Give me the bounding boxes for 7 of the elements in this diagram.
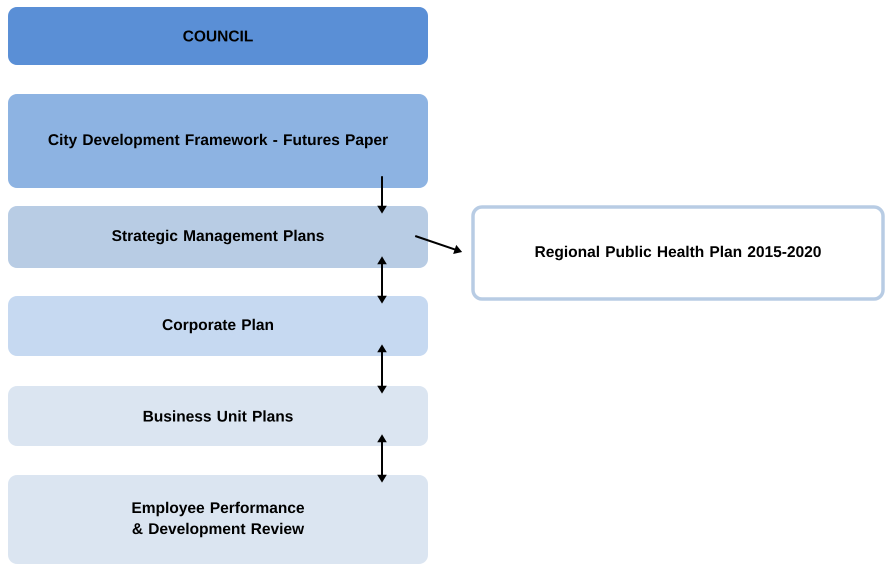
plan-box: Corporate Plan xyxy=(8,296,428,356)
plan-box: Strategic Management Plans xyxy=(8,206,428,268)
council-box: COUNCIL xyxy=(8,7,428,65)
plan-box: Employee Performance & Development Review xyxy=(8,475,428,564)
plan-box: City Development Framework - Futures Paper xyxy=(8,94,428,188)
plan-box: Business Unit Plans xyxy=(8,386,428,446)
plan-box: Regional Public Health Plan 2015-2020 xyxy=(471,205,885,301)
